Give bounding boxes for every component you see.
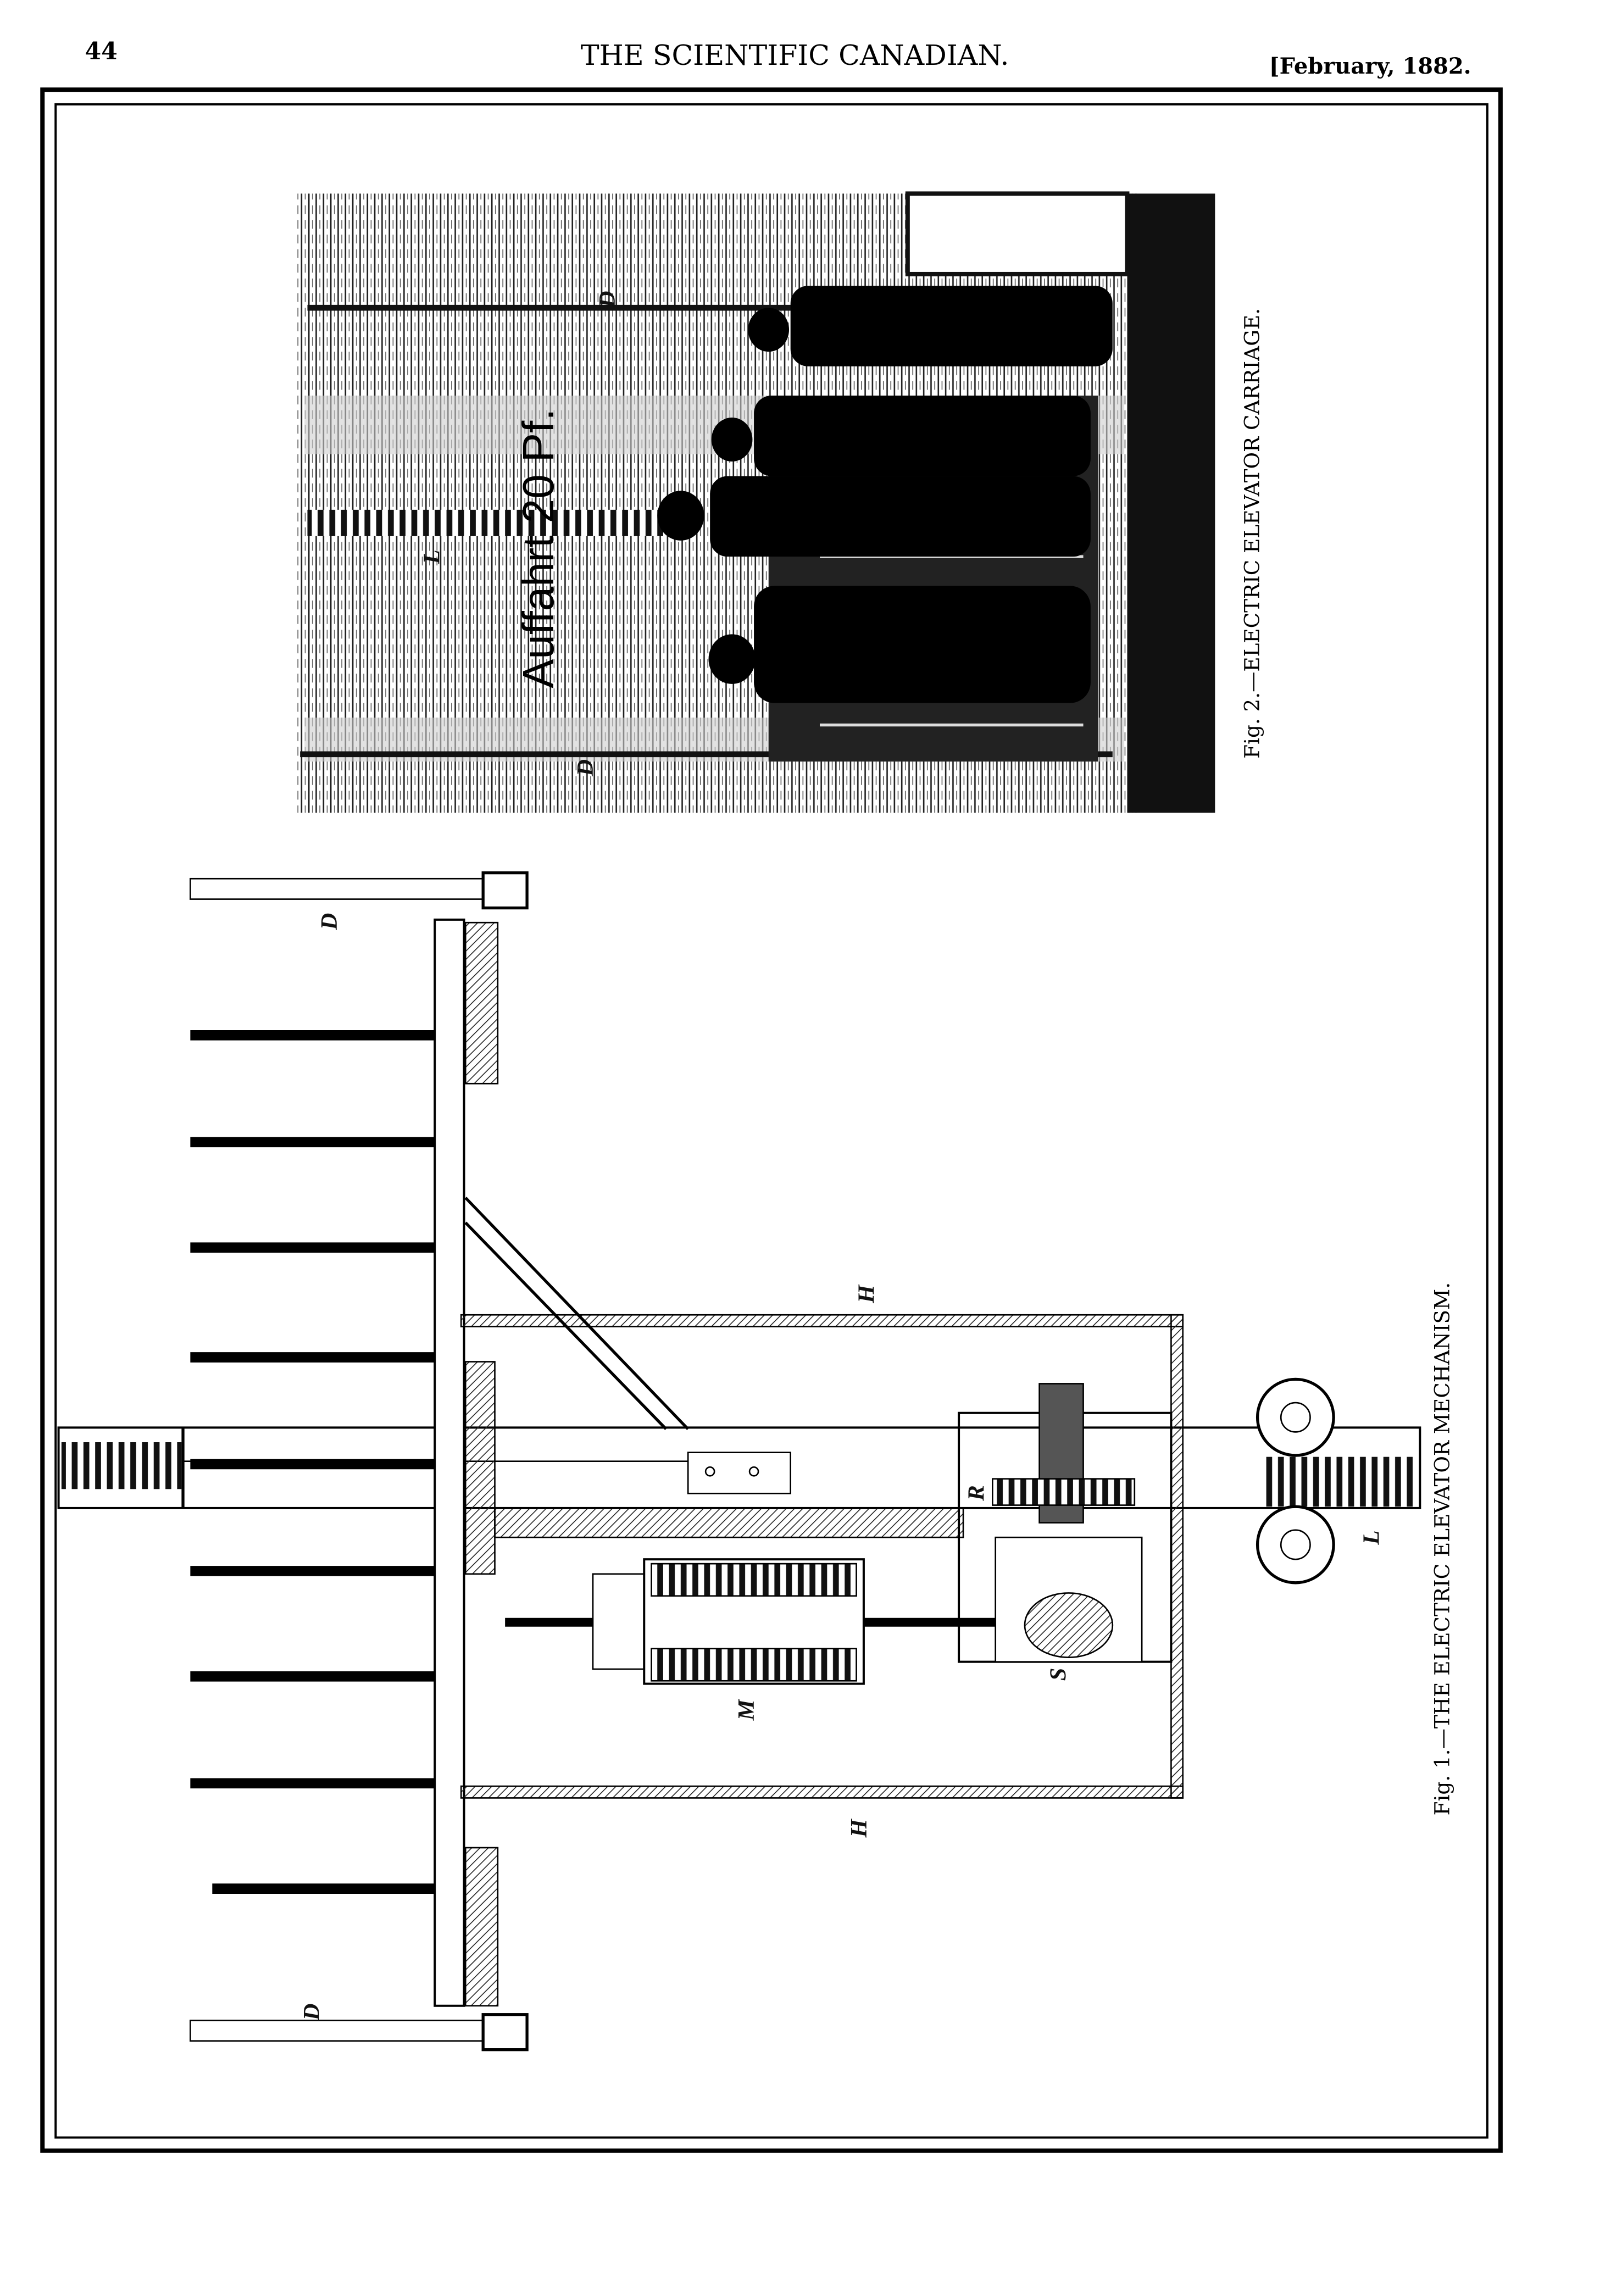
platform-beam [434, 918, 465, 2007]
fig1-label-h-bottom: H [846, 1818, 872, 1838]
figure-2-caption: Fig. 2.—ELECTRIC ELEVATOR CARRIAGE. [1240, 308, 1264, 759]
figure-1-caption: Fig. 1.—THE ELECTRIC ELEVATOR MECHANISM. [1430, 1282, 1454, 1815]
outer-frame [40, 87, 1503, 2153]
fig1-label-s: S [1046, 1668, 1071, 1681]
fig2-sign-text: Auffahrt 20 Pf. [514, 409, 563, 688]
fig1-label-l: L [1359, 1530, 1385, 1545]
fig2-label-l: L [419, 549, 445, 564]
electric-motor [592, 1573, 652, 1670]
figure-1-diagram [57, 871, 1421, 2052]
issue-date: [February, 1882. [1269, 53, 1471, 79]
fig1-label-h-top: H [854, 1284, 880, 1304]
fig1-label-d-top: D [316, 913, 342, 931]
figure-1-labels: D D H H R M S L [299, 913, 1385, 2021]
fig1-label-r: R [963, 1485, 989, 1501]
gear-r [992, 1478, 1136, 1506]
journal-title: THE SCIENTIFIC CANADIAN. [581, 39, 1009, 71]
inner-frame [54, 103, 1488, 2139]
worm-s [1024, 1592, 1114, 1658]
page-number: 44 [85, 37, 118, 65]
fig2-label-d-top: D [595, 291, 620, 308]
fig1-label-m: M [734, 1698, 759, 1721]
fig1-label-d-bottom: D [299, 2004, 325, 2021]
figure-2-engraving: Auffahrt 20 Pf. D L D [296, 191, 1215, 813]
fig2-label-d-bottom: D [573, 759, 598, 777]
contact-rods [190, 1030, 435, 1894]
passenger-figures [657, 286, 1113, 703]
